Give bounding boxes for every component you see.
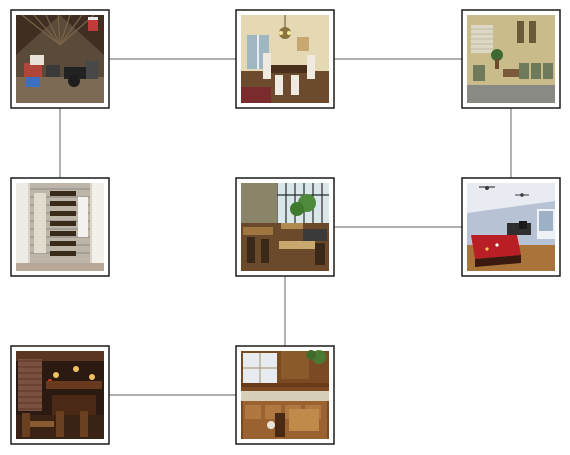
room-photo-pub (16, 351, 104, 439)
room-photo-kitchen (241, 350, 329, 439)
node-closet[interactable] (10, 177, 110, 277)
node-cafe[interactable] (235, 177, 335, 277)
node-attic[interactable] (10, 9, 110, 109)
room-photo-attic (16, 14, 104, 103)
node-pub[interactable] (10, 345, 110, 445)
room-photo-closet (16, 183, 104, 271)
node-dining-room[interactable] (235, 9, 335, 109)
room-photo-waiting-room (467, 15, 555, 103)
node-game-room[interactable] (461, 177, 561, 277)
room-photo-game-room (467, 183, 555, 271)
node-kitchen[interactable] (235, 345, 335, 445)
node-waiting-room[interactable] (461, 9, 561, 109)
room-photo-cafe (241, 183, 329, 271)
room-photo-dining-room (241, 15, 329, 103)
nodes-layer (10, 9, 561, 445)
